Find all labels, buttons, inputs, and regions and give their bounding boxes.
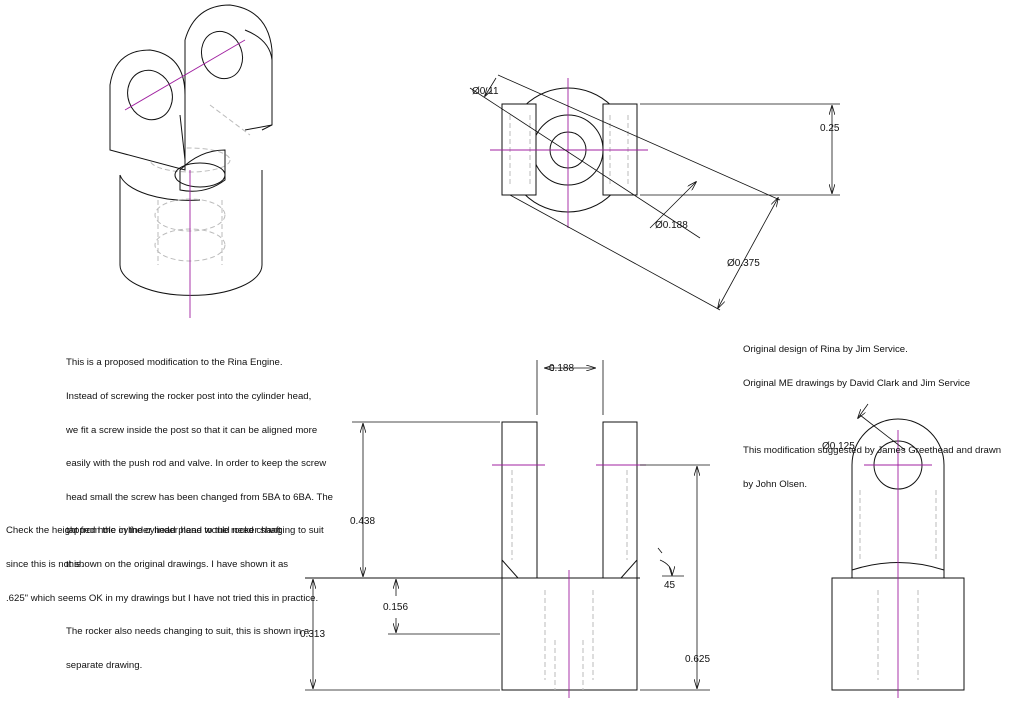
dim-top-large-dia: Ø0.375 [727, 258, 760, 269]
proposal-note: This is a proposed modification to the R… [66, 335, 333, 682]
height-check-line: .625" which seems OK in my drawings but … [6, 592, 319, 604]
proposal-line: we fit a screw inside the post so that i… [66, 424, 318, 436]
proposal-line: This is a proposed modification to the R… [66, 357, 283, 369]
dim-top-height: 0.25 [820, 123, 840, 134]
dim-front-shaft-height: 0.625 [685, 654, 710, 665]
dim-front-fork-height: 0.438 [350, 516, 375, 527]
dim-top-small-dia: Ø0.11 [472, 86, 499, 97]
isometric-view [109, 4, 273, 318]
dim-front-base-height: 0.313 [300, 629, 325, 640]
dim-front-gap: 0.188 [549, 363, 574, 374]
credits-line: by John Olsen. [743, 478, 807, 490]
height-check-line: Check the height from the cylinder head … [6, 525, 282, 537]
dim-top-mid-dia: Ø0.188 [655, 220, 688, 231]
credits-line: This modification suggested by James Gre… [743, 445, 1002, 457]
dim-front-screw-depth: 0.156 [383, 602, 408, 613]
credits-line [743, 412, 1001, 423]
proposal-line: this. [66, 559, 84, 571]
dim-side-hole-dia: Ø0.125 [822, 441, 855, 452]
proposal-line: separate drawing. [66, 659, 143, 671]
proposal-line: The rocker also needs changing to suit, … [66, 626, 310, 638]
proposal-line: Instead of screwing the rocker post into… [66, 391, 312, 403]
height-check-note: Check the height from the cylinder head … [6, 503, 318, 615]
dim-front-chamfer: 45 [664, 580, 676, 591]
credits-line: Original ME drawings by David Clark and … [743, 378, 971, 390]
proposal-line: easily with the push rod and valve. In o… [66, 458, 327, 470]
top-view [469, 74, 840, 311]
credits-line: Original design of Rina by Jim Service. [743, 344, 908, 356]
side-view [831, 403, 965, 698]
proposal-line: tapped hole in the cylinder head would n… [66, 525, 324, 537]
front-view [305, 360, 710, 698]
height-check-line: since this is not shown on the original … [6, 559, 289, 571]
credits-note: Original design of Rina by Jim Service. … [743, 322, 1001, 501]
proposal-line: head small the screw has been changed fr… [66, 491, 334, 503]
